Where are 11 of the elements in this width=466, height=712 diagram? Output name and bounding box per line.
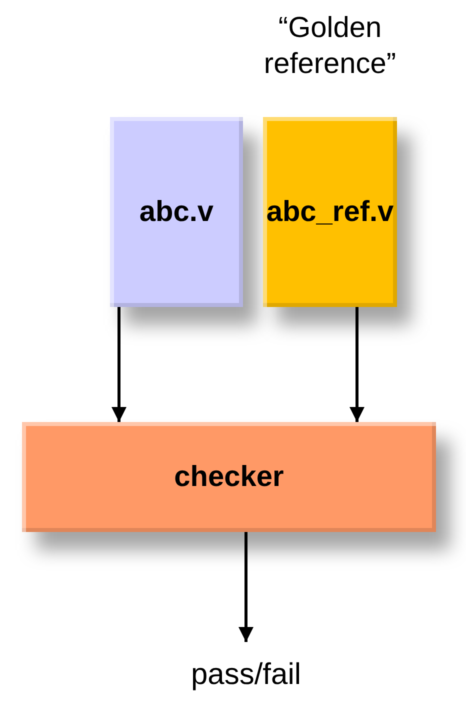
annotation-text: “Golden reference” — [262, 11, 398, 82]
module-box — [22, 422, 436, 532]
module-box — [110, 117, 243, 307]
module-box — [263, 117, 397, 307]
arrow — [238, 532, 254, 642]
node-label: abc_ref.v — [266, 196, 394, 228]
node-label: checker — [174, 460, 284, 494]
node-label: abc.v — [139, 196, 214, 228]
output-label: pass/fail — [190, 658, 302, 692]
arrow — [350, 307, 364, 422]
arrow — [112, 307, 126, 422]
